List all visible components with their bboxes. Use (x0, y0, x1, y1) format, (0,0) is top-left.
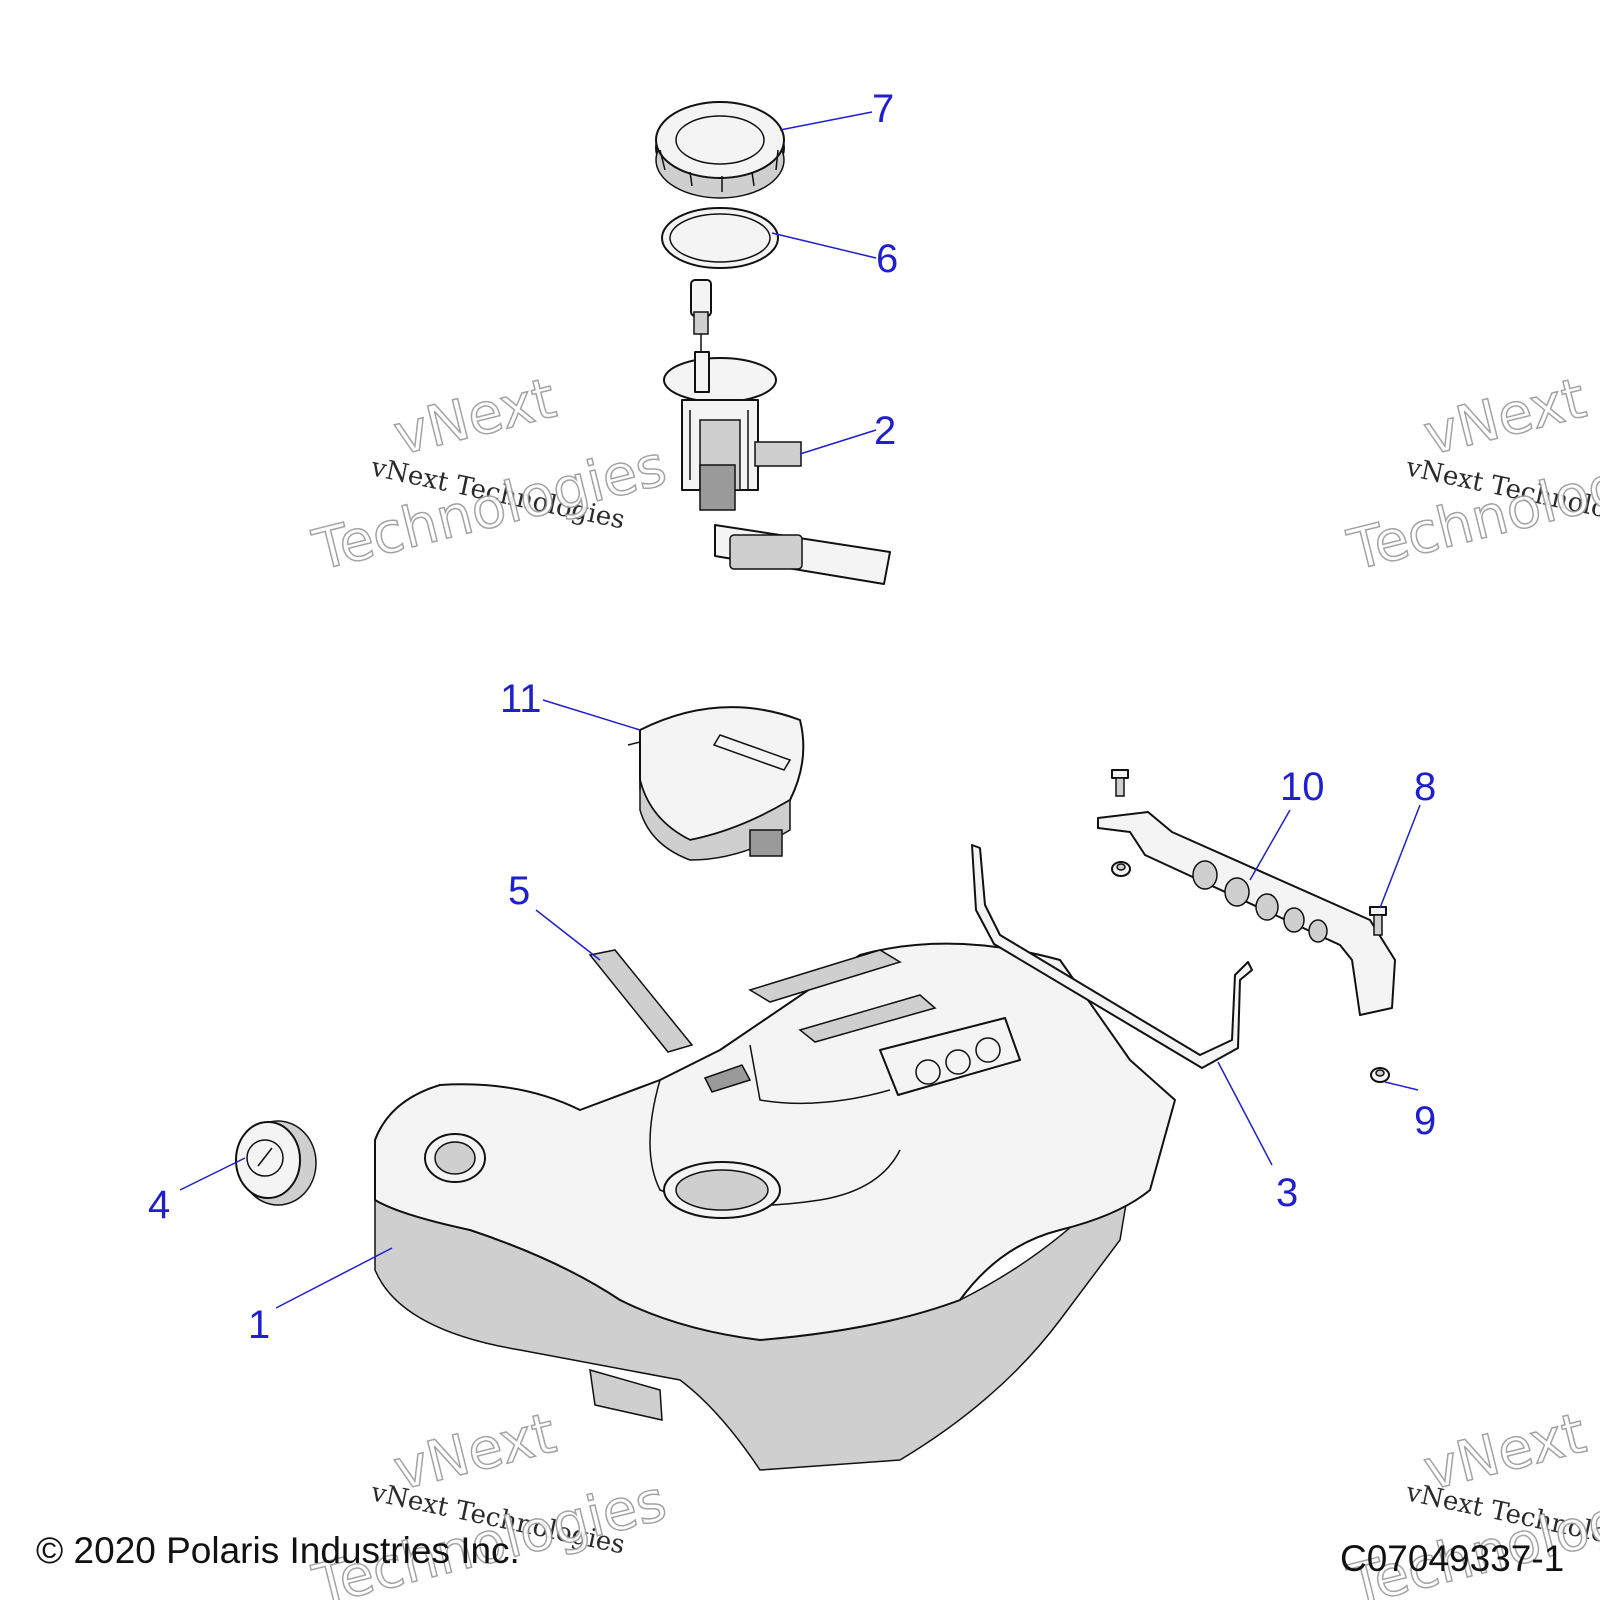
leader-lines (179, 111, 1421, 1309)
diagram-code: C07049337-1 (1340, 1538, 1565, 1579)
nut-upper-left (1111, 861, 1131, 877)
part-7-lock-ring[interactable] (655, 101, 785, 199)
leader-9 (1384, 1081, 1419, 1091)
watermark-top-right: vNext Technologies vNext Technologies (1341, 365, 1600, 584)
part-5-label[interactable] (588, 949, 694, 1053)
svg-text:vNext: vNext (1418, 1401, 1592, 1504)
callout-2: 2 (874, 409, 896, 453)
callout-11: 11 (500, 677, 542, 721)
part-2-fuel-pump[interactable] (663, 279, 891, 585)
callouts: 7 6 2 11 5 4 1 3 10 8 9 (148, 87, 1436, 1347)
watermark-top-left: vNext Technologies vNext Technologies (306, 365, 673, 584)
callout-9: 9 (1414, 1099, 1436, 1143)
part-11-cover[interactable] (627, 706, 805, 861)
callout-4: 4 (148, 1183, 170, 1227)
callout-6: 6 (876, 237, 898, 281)
svg-text:vNext: vNext (1418, 366, 1592, 469)
part-1-fuel-tank[interactable] (374, 942, 1176, 1471)
leader-2 (799, 429, 877, 455)
callout-7: 7 (872, 87, 894, 131)
part-6-seal[interactable] (661, 207, 779, 269)
part-10-bracket[interactable] (1097, 811, 1396, 1016)
callout-8: 8 (1414, 765, 1436, 809)
bolt-upper-left (1111, 769, 1129, 797)
leader-3 (1217, 1061, 1273, 1166)
leader-11 (542, 699, 641, 731)
part-3-strap[interactable] (971, 844, 1253, 1069)
callout-10: 10 (1280, 765, 1325, 809)
part-9-nut[interactable] (1370, 1067, 1390, 1083)
callout-3: 3 (1276, 1171, 1298, 1215)
callout-1: 1 (248, 1303, 270, 1347)
leader-4 (179, 1157, 246, 1191)
leader-8 (1379, 804, 1421, 909)
leader-1 (275, 1247, 393, 1309)
leader-5 (535, 909, 601, 961)
leader-7 (779, 111, 873, 131)
leader-6 (771, 232, 877, 259)
callout-5: 5 (508, 869, 530, 913)
part-4-fuel-cap[interactable] (235, 1120, 317, 1206)
svg-text:vNext: vNext (388, 366, 562, 469)
svg-text:Technologies: Technologies (307, 433, 673, 583)
copyright-notice: © 2020 Polaris Industries Inc. (36, 1530, 520, 1571)
part-8-bolt[interactable] (1369, 906, 1387, 936)
leader-10 (1249, 809, 1291, 881)
svg-text:vNext: vNext (388, 1401, 562, 1504)
